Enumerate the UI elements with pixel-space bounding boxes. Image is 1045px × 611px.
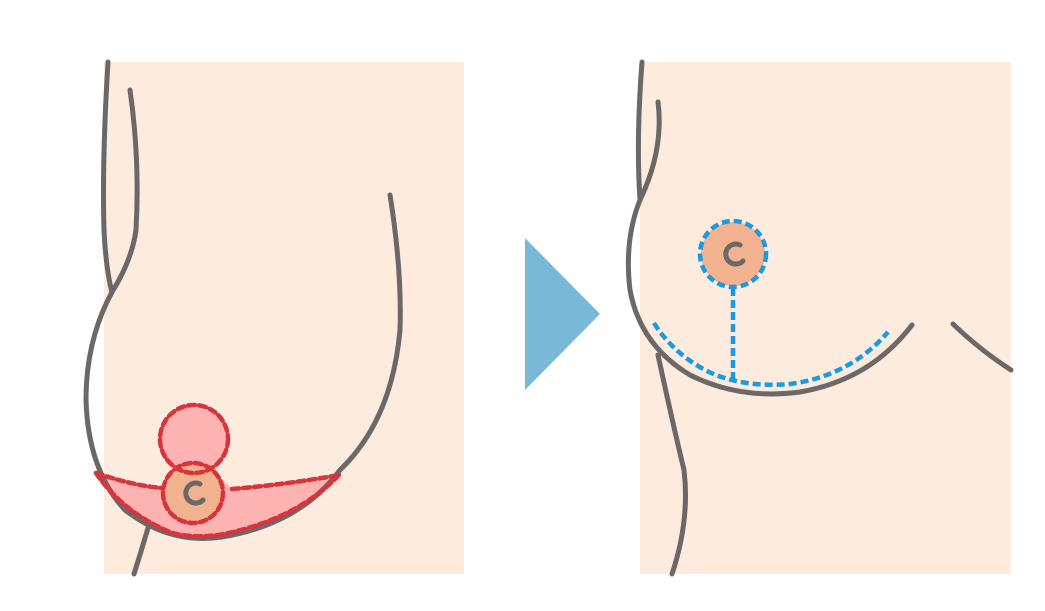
areola-dashed-circle <box>160 460 226 526</box>
before-lower-torso-outline <box>131 525 151 577</box>
after-panel <box>625 59 1014 577</box>
excision-bottom-curve <box>93 470 342 539</box>
after-other-breast-outline <box>950 321 1014 373</box>
before-arm-outline <box>109 87 140 295</box>
new-nipple-position-circle <box>160 405 228 473</box>
excision-right-wing <box>229 472 342 492</box>
periareolar-scar-circle <box>697 218 769 290</box>
right-triangle-arrow-icon <box>525 238 600 390</box>
keyhole-upper-dashed-circle <box>157 402 231 476</box>
excision-left-wing <box>93 470 165 491</box>
excision-dashed-outline <box>93 402 342 539</box>
after-lower-torso-outline <box>655 352 688 577</box>
after-nipple-icon <box>723 241 746 267</box>
before-areola <box>165 465 221 521</box>
after-arm-outline <box>637 99 662 203</box>
after-areola <box>701 222 765 286</box>
after-torso-outline <box>625 59 915 397</box>
before-torso-outline <box>83 59 403 541</box>
scar-dashed-lines <box>652 218 890 387</box>
before-nipple-icon <box>183 480 206 506</box>
before-panel <box>83 59 464 577</box>
after-skin-background <box>640 62 1011 574</box>
inframammary-scar-line <box>652 321 890 387</box>
